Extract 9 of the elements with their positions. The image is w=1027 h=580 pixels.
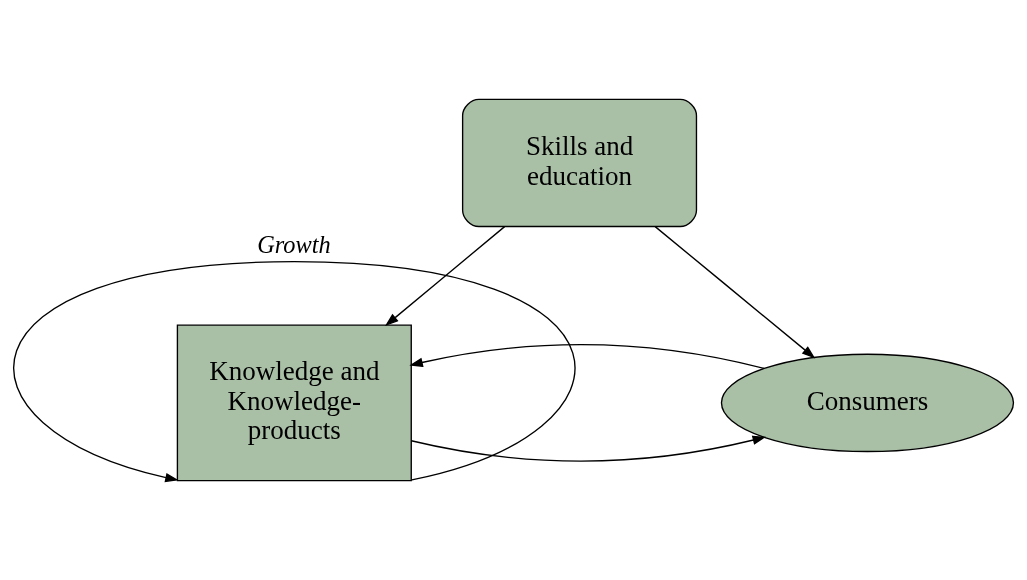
node-box: Skills and education [461,98,698,228]
node-box: Knowledge and Knowledge-products [176,324,412,482]
arrow [410,435,767,462]
edge-label: Growth [257,230,331,258]
arrow [385,225,506,327]
node-ellipse: Consumers [720,353,1015,453]
arrow [409,344,765,370]
arrow [13,260,575,483]
arrow [654,225,816,359]
